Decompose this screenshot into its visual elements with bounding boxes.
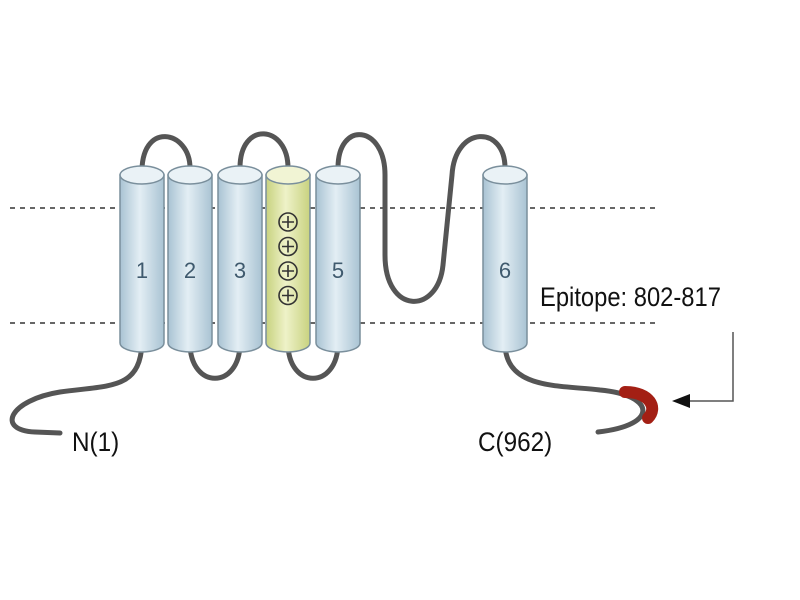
helix-top-cap	[482, 165, 528, 185]
positive-charge-icon	[278, 261, 298, 281]
loop-3-4	[237, 131, 291, 171]
epitope-arrow-icon	[672, 394, 690, 408]
epitope-label: Epitope: 802-817	[540, 283, 721, 313]
helix-label: 6	[499, 258, 511, 283]
loop-4-5	[285, 340, 341, 381]
n-terminal-tail	[9, 340, 145, 436]
positive-charge-icon	[278, 236, 298, 257]
loop-1-2	[139, 134, 193, 178]
helix-body	[217, 174, 263, 353]
helix-label: 5	[332, 258, 344, 283]
helix-label: 3	[234, 258, 246, 283]
c-terminus-label: C(962)	[478, 428, 552, 457]
loop-5-6	[335, 132, 508, 304]
helix-label: 2	[184, 258, 196, 283]
epitope-callout-line	[688, 332, 734, 402]
loop-2-3	[187, 340, 243, 381]
helix-2: 2	[167, 165, 213, 353]
c-terminal-tail	[502, 340, 646, 435]
positive-charge-icon	[278, 285, 298, 306]
helix-body	[119, 174, 165, 353]
helix-body	[265, 174, 311, 353]
helix-body	[315, 174, 361, 353]
helix-label: 1	[136, 258, 148, 283]
helix-1: 1	[119, 165, 165, 353]
helix-top-cap	[265, 165, 311, 185]
helix-top-cap	[217, 165, 263, 185]
helix-5: 5	[315, 165, 361, 353]
helix-body	[167, 174, 213, 353]
helix-top-cap	[315, 165, 361, 185]
positive-charge-icon	[278, 212, 298, 232]
helix-top-cap	[167, 165, 213, 185]
n-terminus-label: N(1)	[72, 428, 119, 457]
epitope-region	[619, 386, 659, 424]
helix-4	[265, 165, 311, 353]
helix-3: 3	[217, 165, 263, 353]
helix-top-cap	[119, 165, 165, 185]
helix-6: 6	[482, 165, 528, 353]
epitope-callout	[672, 332, 734, 408]
helix-group: 1 2 3 5 6	[119, 165, 528, 353]
helix-body	[482, 174, 528, 353]
